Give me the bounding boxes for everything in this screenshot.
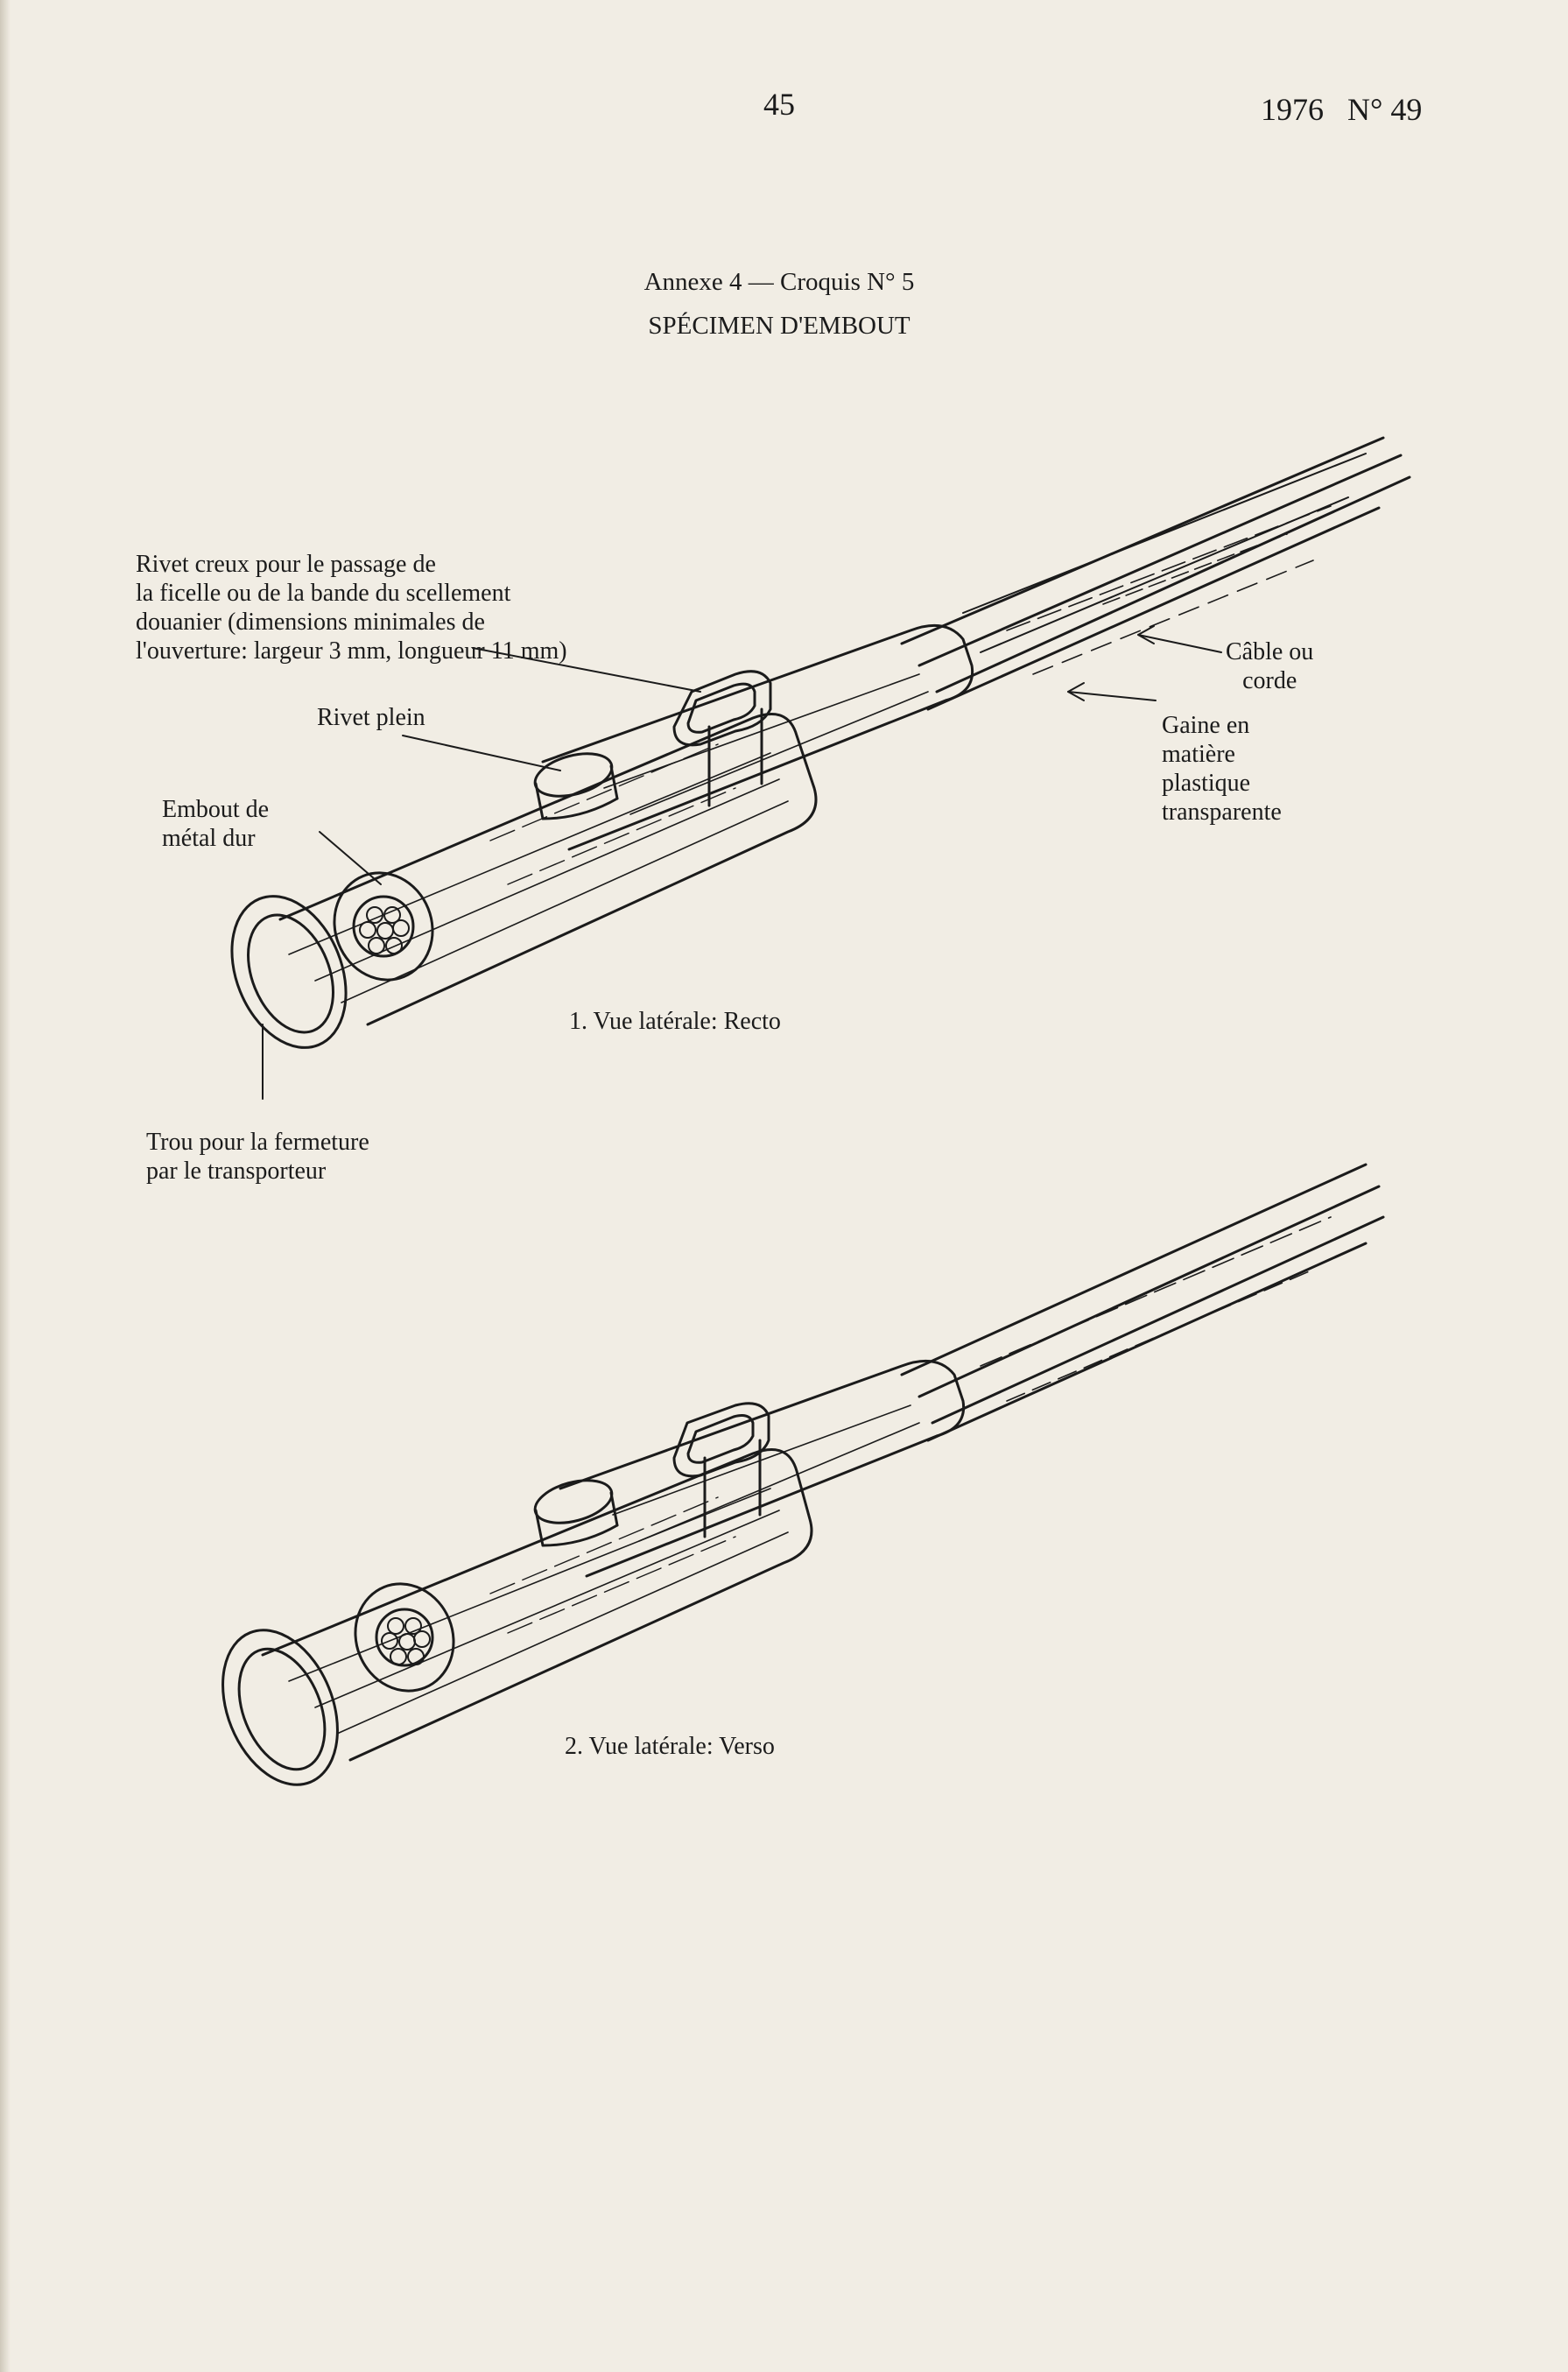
recto-hollow-rivet [672, 670, 772, 807]
recto-view [230, 436, 1411, 1100]
page-edge-shadow [0, 0, 11, 2372]
annex-caption: Annexe 4 — Croquis N° 5 [643, 268, 915, 296]
label-vue-verso: 2. Vue latérale: Verso [565, 1733, 775, 1760]
label-cable: Câble ou corde [1226, 638, 1314, 694]
verso-cable [900, 1163, 1385, 1442]
recto-leaders [262, 625, 1222, 1100]
verso-view [221, 1163, 1385, 1786]
verso-sheath [559, 1359, 966, 1578]
label-rivet-creux: Rivet creux pour le passage de la ficell… [136, 551, 567, 665]
label-trou: Trou pour la fermeture par le transporte… [146, 1129, 369, 1185]
verso-hollow-rivet [672, 1402, 770, 1538]
page-number: 45 [763, 87, 795, 122]
label-gaine: Gaine en matière plastique transparente [1162, 712, 1282, 826]
issue-reference: 1976 N° 49 [1261, 92, 1423, 127]
label-embout: Embout de métal dur [162, 796, 270, 852]
recto-end-piece [230, 713, 818, 1049]
verso-solid-rivet [533, 1479, 619, 1547]
recto-sheath [541, 623, 974, 851]
recto-solid-rivet [533, 752, 619, 820]
label-vue-recto: 1. Vue latérale: Recto [569, 1008, 781, 1035]
label-rivet-plein: Rivet plein [317, 704, 425, 731]
recto-cable [900, 436, 1411, 711]
verso-end-piece [221, 1448, 813, 1786]
figure-title: SPÉCIMEN D'EMBOUT [648, 312, 911, 340]
